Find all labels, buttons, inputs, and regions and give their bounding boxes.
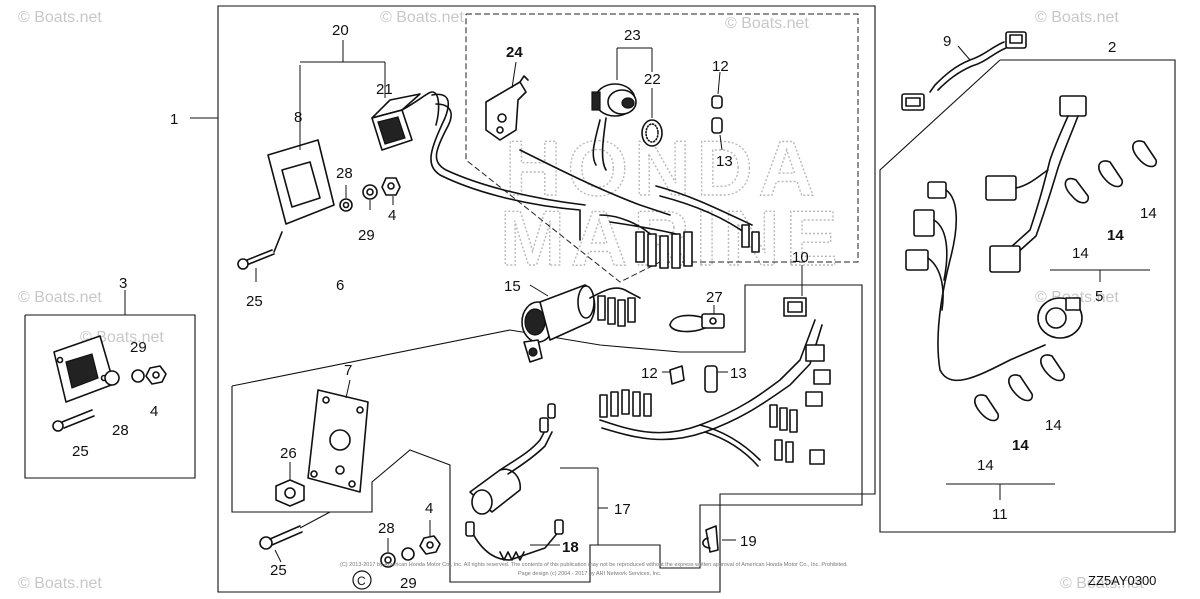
- copyright-icon: [352, 570, 372, 590]
- clip-part-19: [702, 525, 736, 553]
- nut-part-26: [275, 462, 305, 507]
- callout-29c: 29: [400, 575, 417, 592]
- callout-4a: 4: [388, 207, 396, 224]
- bolt-part-25-top: [237, 231, 283, 282]
- nut-group-top: [339, 177, 401, 212]
- callout-13b: 13: [730, 365, 747, 382]
- screw-part-12-top: [711, 71, 723, 109]
- svg-text:© Boats.net: © Boats.net: [18, 575, 102, 592]
- diagram-code: ZZ5AY0300: [1088, 573, 1156, 588]
- callout-11: 11: [992, 506, 1008, 523]
- clamp-part-27: [669, 305, 725, 333]
- callout-5: 5: [1095, 288, 1103, 305]
- svg-text:© Boats.net: © Boats.net: [380, 9, 464, 26]
- callout-20: 20: [332, 22, 349, 39]
- subassembly-frame-6: [231, 284, 863, 583]
- solenoid-part-17: [469, 403, 608, 545]
- callout-3: 3: [119, 275, 127, 292]
- wire-bundle-top: [519, 149, 753, 236]
- callout-14a: 14: [1072, 245, 1089, 262]
- callout-4b: 4: [150, 403, 158, 420]
- bracket-part-24: [485, 61, 529, 141]
- copyright-line-2: Page design (c) 2004 - 2017 by ARI Netwo…: [518, 571, 662, 577]
- mount-plate-part-7: [307, 379, 369, 493]
- callout-7: 7: [344, 362, 352, 379]
- callout-27: 27: [706, 289, 723, 306]
- callout-6: 6: [336, 277, 344, 294]
- wire-lead-part-18: [465, 519, 564, 561]
- callout-15: 15: [504, 278, 521, 295]
- callout-17: 17: [614, 501, 631, 518]
- callout-14f: 14: [1045, 417, 1062, 434]
- callout-23: 23: [624, 27, 641, 44]
- callout-24: 24: [506, 44, 523, 61]
- watermark-group: © Boats.net © Boats.net © Boats.net © Bo…: [18, 9, 1144, 592]
- svg-text:© Boats.net: © Boats.net: [1035, 9, 1119, 26]
- callout-14c: 14: [1140, 205, 1157, 222]
- rocker-switch-part-21: [371, 91, 440, 151]
- callout-29b: 29: [130, 339, 147, 356]
- callout-14e: 14: [1012, 437, 1029, 454]
- callout-1: 1: [170, 111, 178, 128]
- callout-21: 21: [376, 81, 393, 98]
- svg-text:© Boats.net: © Boats.net: [18, 9, 102, 26]
- callout-2: 2: [1108, 39, 1116, 56]
- callout-12a: 12: [712, 58, 729, 75]
- callout-19: 19: [740, 533, 757, 550]
- bolt-part-25-mid: [259, 511, 331, 563]
- svg-text:© Boats.net: © Boats.net: [1060, 575, 1144, 592]
- sleeve-part-13-mid: [704, 365, 728, 393]
- callout-9: 9: [943, 33, 951, 50]
- svg-text:C: C: [357, 574, 366, 588]
- harness-part-11: [905, 181, 1083, 500]
- callout-8: 8: [294, 109, 302, 126]
- callout-28a: 28: [336, 165, 353, 182]
- callout-18: 18: [562, 539, 579, 556]
- callout-13a: 13: [716, 153, 733, 170]
- callout-28b: 28: [112, 422, 129, 439]
- svg-text:© Boats.net: © Boats.net: [18, 289, 102, 306]
- main-harness-part-10: [599, 265, 831, 467]
- assembly-frame-3: [24, 314, 196, 479]
- callout-29a: 29: [358, 227, 375, 244]
- copyright-line-1: (C) 2013-2017 by American Honda Motor Co…: [340, 562, 848, 568]
- buzzer-part-23: [591, 47, 663, 171]
- terminal-cluster-top: [599, 214, 760, 269]
- harness-part-9: [901, 31, 1027, 111]
- callout-26: 26: [280, 445, 297, 462]
- harness-part-5: [985, 95, 1158, 282]
- callout-22: 22: [644, 71, 661, 88]
- callout-14d: 14: [977, 457, 994, 474]
- callout-12b: 12: [641, 365, 658, 382]
- switch-assembly-part-3: [52, 290, 167, 432]
- callout-labels: 1 2 3 4 4 4 5 6 7 8 9 10 11 12 12 13 13 …: [72, 22, 1157, 592]
- callout-4c: 4: [425, 500, 433, 517]
- assembly-frame-1: [217, 5, 876, 593]
- assembly-frame-2: [879, 59, 1176, 533]
- callout-25b: 25: [72, 443, 89, 460]
- ignition-switch-part-15: [521, 284, 641, 363]
- callout-10: 10: [792, 249, 809, 266]
- sleeve-part-13-top: [711, 117, 723, 151]
- callout-25c: 25: [270, 562, 287, 579]
- callout-28c: 28: [378, 520, 395, 537]
- screw-part-12-mid: [662, 365, 685, 385]
- switch-wire: [430, 93, 581, 241]
- nut-group-lower: [380, 520, 441, 568]
- svg-text:© Boats.net: © Boats.net: [725, 15, 809, 32]
- copyright-block: C (C) 2013-2017 by American Honda Motor …: [340, 562, 848, 590]
- callout-25a: 25: [246, 293, 263, 310]
- callout-14b: 14: [1107, 227, 1124, 244]
- switch-plate-part-8: [267, 40, 386, 225]
